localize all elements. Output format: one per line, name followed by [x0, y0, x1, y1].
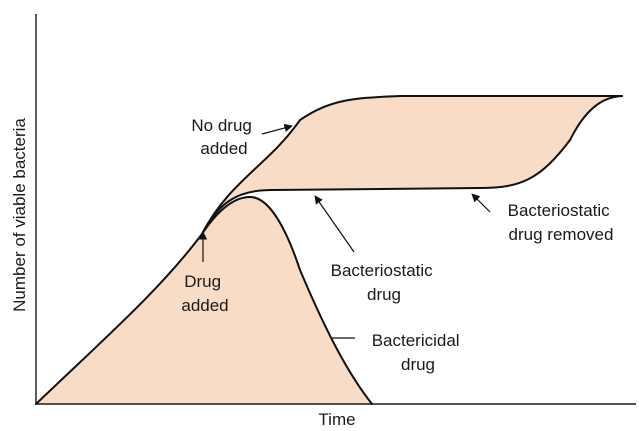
y-axis-label: Number of viable bacteria — [10, 118, 29, 312]
bacteriostatic-label: Bacteriostatic drug — [331, 261, 438, 304]
no-drug-label: No drug added — [191, 116, 256, 158]
bactericidal-label: Bactericidal drug — [372, 331, 465, 374]
bacteriostatic-arrow — [314, 195, 355, 253]
bactericidal-fill-region — [36, 197, 372, 404]
bacteriostatic-removed-label: Bacteriostatic drug removed — [508, 201, 615, 244]
bacteriostatic-removed-arrow — [471, 193, 491, 213]
drug-added-label: Drug added — [181, 272, 228, 315]
x-axis-label: Time — [318, 410, 355, 429]
bacteriostatic-curve — [201, 95, 623, 235]
bactericidal-curve — [201, 196, 373, 405]
bacteriostatic-gap-fill-region — [202, 96, 622, 234]
no-drug-curve — [35, 95, 623, 405]
no-drug-arrow — [261, 123, 293, 135]
